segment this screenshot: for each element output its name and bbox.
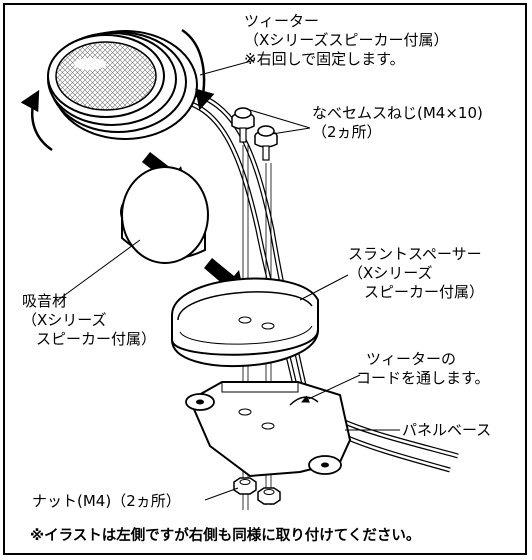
leader-nut (204, 487, 239, 501)
tweeter (47, 30, 198, 140)
footer-note: ※イラストは左側ですが右側も同様に取り付けてください。 (30, 528, 421, 544)
label-panel-base: パネルベース (402, 421, 492, 439)
sound-absorber (120, 166, 209, 264)
slant-spacer (171, 277, 319, 368)
leader-absorber (57, 239, 141, 301)
label-sound-absorber: 吸音材 （Xシリーズ スピーカー付属） (22, 292, 157, 348)
label-cord: ツィーターの コードを通します。 (356, 350, 490, 387)
screw-right (254, 125, 278, 161)
leader-tweeter (199, 59, 256, 76)
label-tweeter: ツィーター （Xシリーズスピーカー付属） ※右回しで固定します。 (244, 12, 449, 68)
nut-right (257, 487, 281, 505)
leader-cord (301, 374, 361, 403)
nut-left (233, 477, 257, 495)
leader-screw (249, 109, 311, 135)
leader-spacer (299, 274, 349, 301)
diagram-frame (3, 3, 527, 555)
panel-base (185, 381, 352, 478)
rotation-arrow-right (181, 28, 215, 111)
screw-left (231, 107, 255, 143)
label-screw: なべセムスねじ(M4×10) （2ヵ所） (312, 104, 483, 141)
label-slant-spacer: スラントスペーサー （Xシリーズ スピーカー付属） (348, 245, 485, 301)
rotation-arrow-left (20, 89, 53, 152)
label-nut: ナット(M4)（2ヵ所） (32, 492, 181, 510)
